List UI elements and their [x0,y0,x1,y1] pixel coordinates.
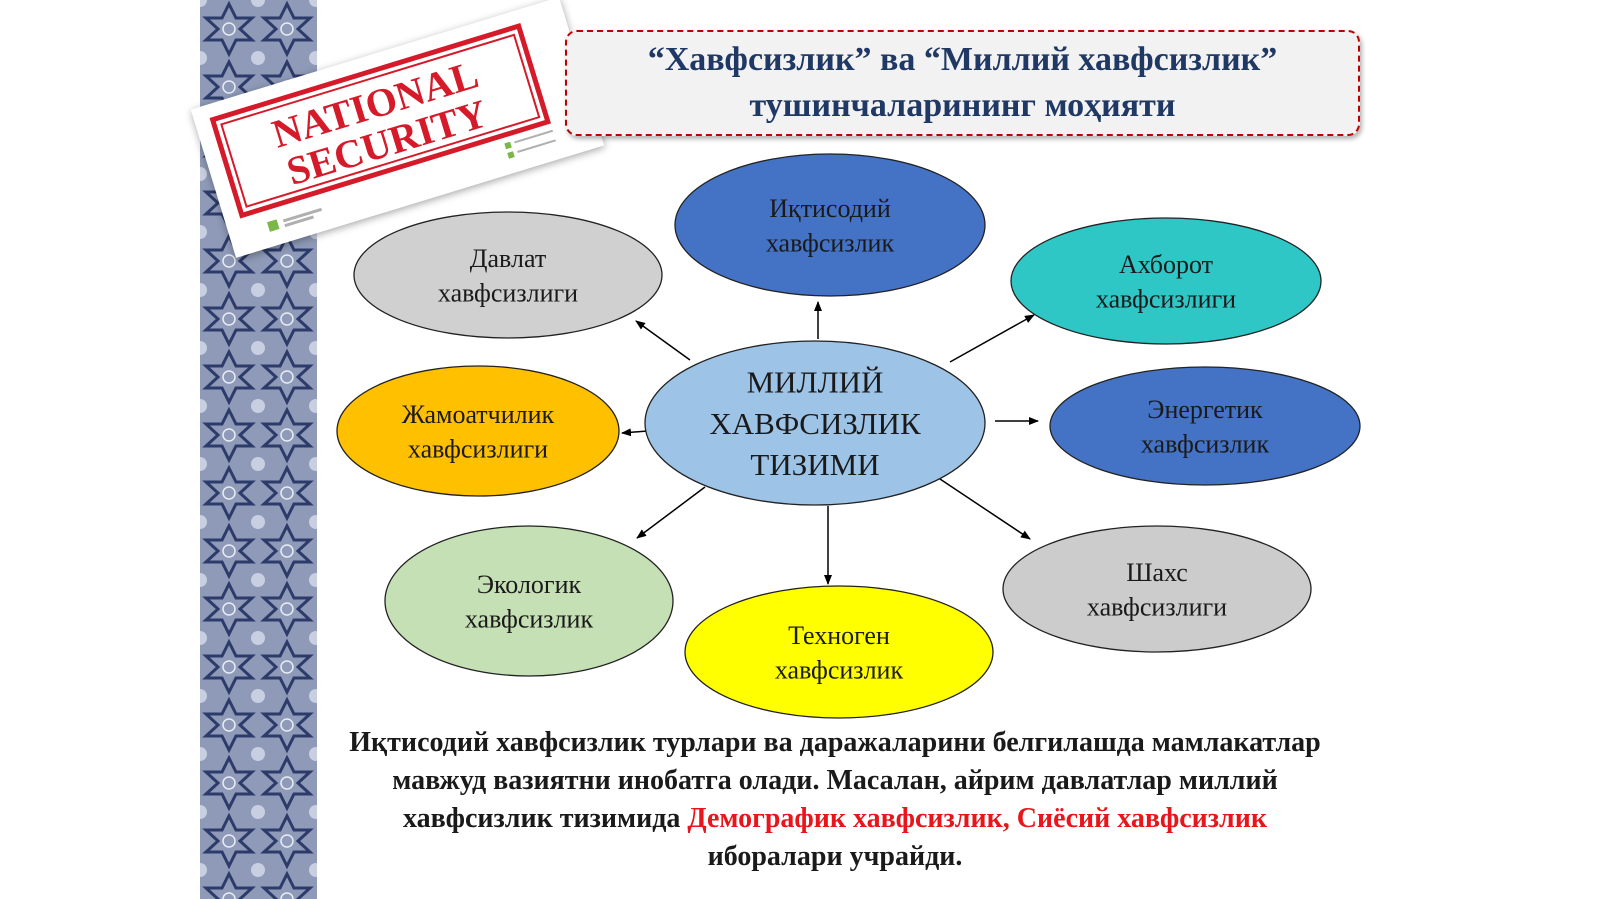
node-shaxs-shape [1002,525,1312,653]
node-iqtisodiy-label-line-2: хавфсизлик [766,228,895,257]
node-jamoatchilik-shape [336,365,620,497]
node-jamoatchilik: Жамоатчилик хавфсизлиги [336,365,620,497]
arrow-to-axborot [949,314,1035,363]
national-security-stamp-card: NATIONAL SECURITY [190,0,605,258]
bottom-text-part-1: Иқтисодий хавфсизлик турлари ва даражала… [349,727,1321,834]
node-shaxs-label-line-2: хавфсизлиги [1087,592,1227,621]
node-texnogen-label-line-1: Техноген [788,621,890,650]
arrow-to-davlat [635,320,691,361]
node-axborot-shape [1010,217,1322,345]
node-shaxs: Шахс хавфсизлиги [1002,525,1312,653]
node-ekologik: Экологик хавфсизлик [384,525,674,677]
node-ekologik-label-line-1: Экологик [477,570,582,599]
node-jamoatchilik-label-line-2: хавфсизлиги [408,434,548,463]
node-davlat-shape [353,211,663,339]
node-davlat-label-line-2: хавфсизлиги [438,278,578,307]
title-line-1: “Хавфсизлик” ва “Миллий хавфсизлик” [647,41,1278,78]
center-node-shape [644,340,986,506]
node-texnogen-shape [684,585,994,719]
node-jamoatchilik-label-line-1: Жамоатчилик [402,400,555,429]
node-texnogen-label-line-2: хавфсизлик [775,655,904,684]
node-texnogen: Техноген хавфсизлик [684,585,994,719]
center-node: МИЛЛИЙ ХАВФСИЗЛИК ТИЗИМИ [644,340,986,506]
title-line-2: тушинчаларининг моҳияти [749,87,1176,124]
bottom-highlight-text: Демографик хавфсизлик, Сиёсий хавфсизлик [687,803,1268,834]
arrow-to-ekologik [636,486,706,539]
node-ekologik-shape [384,525,674,677]
node-iqtisodiy-shape [674,153,986,297]
node-energetik-shape [1049,366,1361,486]
title-box: “Хавфсизлик” ва “Миллий хавфсизлик” туши… [565,30,1360,136]
node-shaxs-label-line-1: Шахс [1126,558,1188,587]
node-axborot-label-line-2: хавфсизлиги [1096,284,1236,313]
node-davlat: Давлат хавфсизлиги [353,211,663,339]
bottom-text-part-2: иборалари учрайди. [707,841,963,872]
node-energetik: Энергетик хавфсизлик [1049,366,1361,486]
node-davlat-label-line-1: Давлат [470,244,546,273]
node-energetik-label-line-2: хавфсизлик [1141,429,1270,458]
node-energetik-label-line-1: Энергетик [1147,395,1263,424]
bottom-paragraph: Иқтисодий хавфсизлик турлари ва даражала… [340,724,1330,876]
center-node-label-line-2: ХАВФСИЗЛИК [709,406,921,441]
center-node-label-line-3: ТИЗИМИ [750,447,879,482]
node-axborot-label-line-1: Ахборот [1119,250,1213,279]
node-ekologik-label-line-2: хавфсизлик [465,604,594,633]
node-iqtisodiy: Иқтисодий хавфсизлик [674,153,986,297]
center-node-label-line-1: МИЛЛИЙ [747,365,884,400]
node-iqtisodiy-label-line-1: Иқтисодий [769,194,891,223]
connector-arrows [621,301,1039,585]
node-axborot: Ахборот хавфсизлиги [1010,217,1322,345]
arrow-to-shaxs [936,476,1031,540]
